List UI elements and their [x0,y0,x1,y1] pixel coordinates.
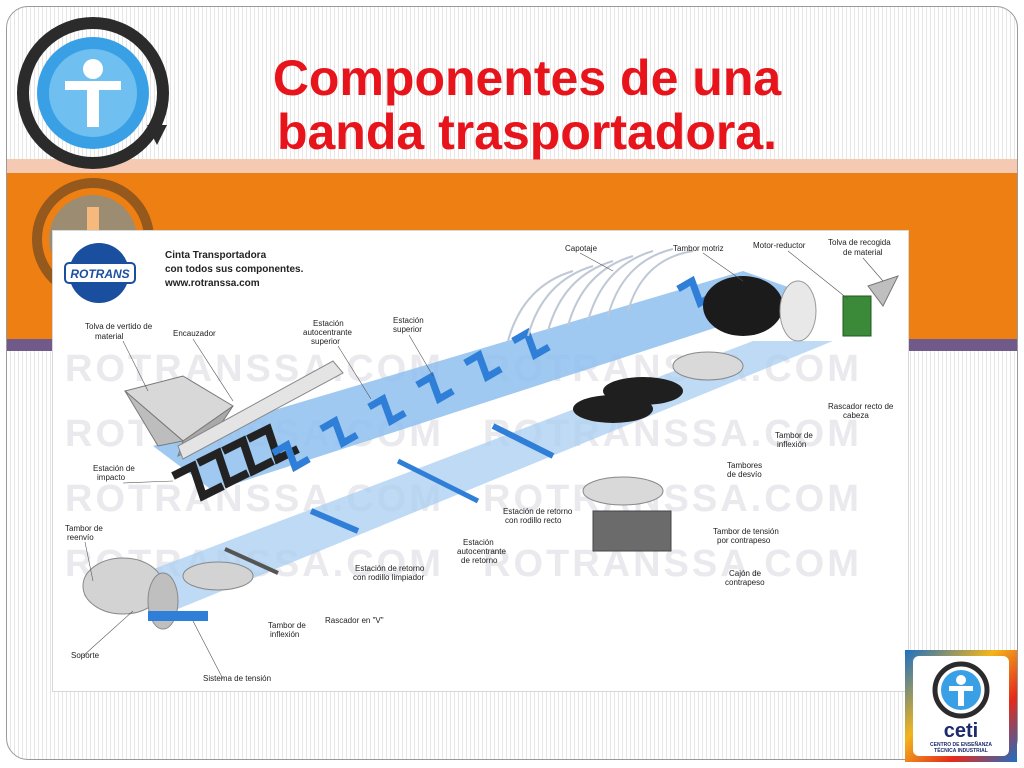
label-tolva-vertido-2: material [95,332,124,341]
ceti-logo-top-left [17,17,169,287]
return-idlers [224,423,555,575]
conveyor-diagram-svg: ROTRANSSA.COM ROTRANSSA.COM ROTRANSSA.CO… [64,238,899,683]
title-line-1: Componentes de una [272,50,782,106]
peach-band [7,159,1017,173]
ceti-wordmark: ceti [943,720,979,742]
diagram-labels: Capotaje Tambor motriz Motor-reductor To… [65,238,894,683]
tail-drum [82,557,254,630]
belt-cover-hood [507,248,694,342]
label-est-autocentrante-sup-1: Estación [313,319,344,328]
label-est-retorno-limpiador-1: Estación de retorno [355,564,425,573]
conveyor-diagram: ROTRANSSA.COM ROTRANSSA.COM ROTRANSSA.CO… [52,230,909,692]
figure-heading-2: con todos sus componentes. [165,264,304,275]
label-tambor-tension-1: Tambor de tensión [713,527,779,536]
ceti-logo-panel: ceti CENTRO DE ENSEÑANZA TÉCNICA INDUSTR… [913,656,1009,756]
label-est-retorno-limpiador-2: con rodillo limpiador [353,573,424,582]
slide-title: Componentes de una banda trasportadora. [207,51,847,159]
label-cajon-2: contrapeso [725,578,765,587]
label-sistema-tension: Sistema de tensión [203,674,271,683]
label-est-superior-1: Estación [393,316,424,325]
rotrans-logo: ROTRANS [64,243,136,303]
figure-heading-1: Cinta Transportadora [165,250,267,261]
ceti-logo-bottom-right: ceti CENTRO DE ENSEÑANZA TÉCNICA INDUSTR… [905,650,1017,762]
logo-main [17,17,169,169]
leader-lines [82,250,884,680]
ceti-subtitle-line-2: TÉCNICA INDUSTRIAL [934,748,988,754]
drive-drum [703,275,899,342]
label-tambores-desvio-1: Tambores [727,461,762,470]
label-est-autocentrante-ret-2: autocentrante [457,547,506,556]
carrying-belt [153,271,813,491]
label-est-impacto-1: Estación de [93,464,135,473]
label-est-impacto-2: impacto [97,473,126,482]
label-tolva-recogida-2: de material [843,248,883,257]
label-tambor-tension-2: por contrapeso [717,536,771,545]
ceti-emblem-icon [932,661,990,719]
label-est-autocentrante-ret-3: de retorno [461,556,498,565]
label-tambor-motriz: Tambor motriz [673,244,724,253]
label-tolva-recogida-1: Tolva de recogida [828,238,891,247]
label-est-retorno-recto-2: con rodillo recto [505,516,562,525]
title-line-2: banda trasportadora. [276,104,778,160]
snub-and-bend-drums [573,351,744,552]
label-encauzador: Encauzador [173,329,216,338]
label-est-autocentrante-ret-1: Estación [463,538,494,547]
label-tambor-inflexion-top-1: Tambor de [775,431,813,440]
label-soporte: Soporte [71,651,100,660]
ceti-subtitle-line-1: CENTRO DE ENSEÑANZA [930,742,992,748]
label-rascador-v: Rascador en "V" [325,616,384,625]
label-est-retorno-recto-1: Estación de retorno [503,507,573,516]
label-rascador-recto-2: cabeza [843,411,869,420]
label-tambor-reenvio-1: Tambor de [65,524,103,533]
label-est-superior-2: superior [393,325,422,334]
label-tambor-reenvio-2: reenvío [67,533,94,542]
label-tambor-inflexion-bot-2: inflexión [270,630,299,639]
label-tambores-desvio-2: de desvío [727,470,762,479]
ceti-subtitle: CENTRO DE ENSEÑANZA TÉCNICA INDUSTRIAL [915,742,1007,754]
skirtboard [177,360,344,460]
label-est-autocentrante-sup-2: autocentrante [303,328,352,337]
watermark-text: ROTRANSSA.COM [483,543,862,585]
label-cajon-1: Cajón de [729,569,762,578]
label-rascador-recto-1: Rascador recto de [828,402,894,411]
label-motor-reductor: Motor-reductor [753,241,806,250]
label-capotaje: Capotaje [565,244,598,253]
label-tambor-inflexion-top-2: inflexión [777,440,806,449]
figure-website: www.rotranssa.com [164,278,260,289]
label-tambor-inflexion-bot-1: Tambor de [268,621,306,630]
rotrans-brand: ROTRANS [70,267,129,281]
label-est-autocentrante-sup-3: superior [311,337,340,346]
label-tolva-vertido-1: Tolva de vertido de [85,322,153,331]
